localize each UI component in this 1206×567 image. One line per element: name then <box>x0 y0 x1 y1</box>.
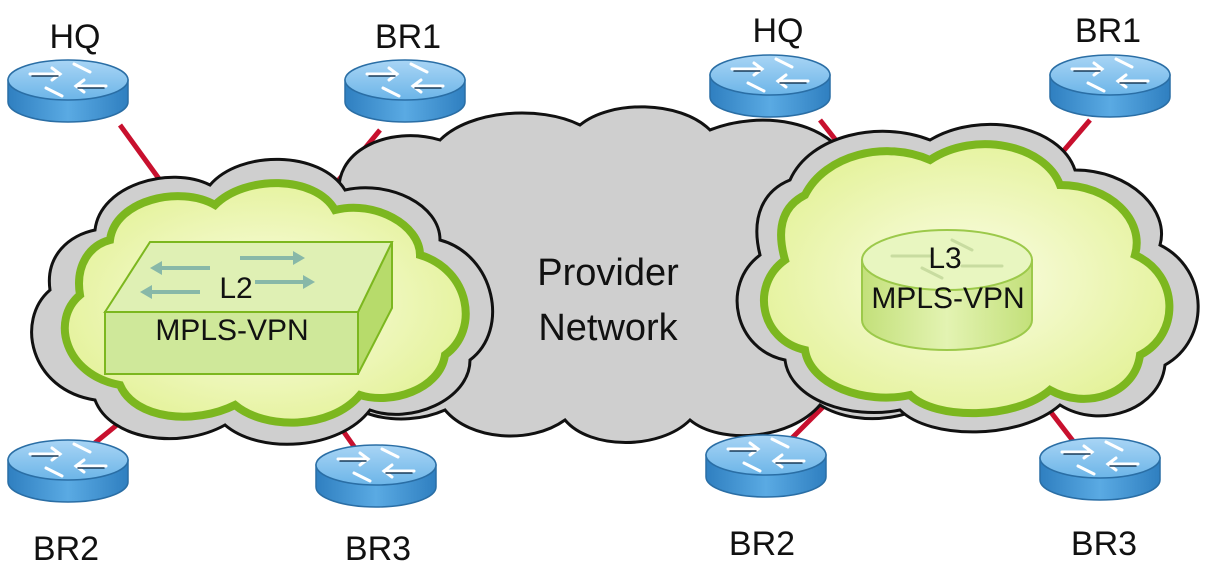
l3-br2-label: BR2 <box>729 525 795 563</box>
router-icon <box>1048 53 1172 119</box>
router-icon <box>314 443 438 509</box>
router-icon <box>6 438 130 504</box>
l2-br3-label: BR3 <box>345 530 411 567</box>
router-icon <box>343 58 467 124</box>
l3-title: L3 <box>928 242 961 275</box>
l3-br3-label: BR3 <box>1071 525 1137 563</box>
switch-icon <box>103 241 394 375</box>
l3-subtitle: MPLS-VPN <box>871 282 1024 315</box>
router-icon <box>6 58 130 124</box>
router-icon <box>1038 436 1162 502</box>
l2-br2-label: BR2 <box>33 530 99 567</box>
l2-title: L2 <box>219 272 252 305</box>
l3-hq-label: HQ <box>753 12 804 50</box>
provider-label-line2: Network <box>538 307 678 349</box>
provider-label-line1: Provider <box>537 252 679 294</box>
l2-subtitle: MPLS-VPN <box>155 314 308 347</box>
router-icon <box>708 53 832 119</box>
l3-br1-label: BR1 <box>1075 12 1141 50</box>
l2-hq-label: HQ <box>50 18 101 56</box>
router-icon <box>704 433 828 499</box>
l2-br1-label: BR1 <box>375 18 441 56</box>
router-icon <box>861 229 1033 351</box>
